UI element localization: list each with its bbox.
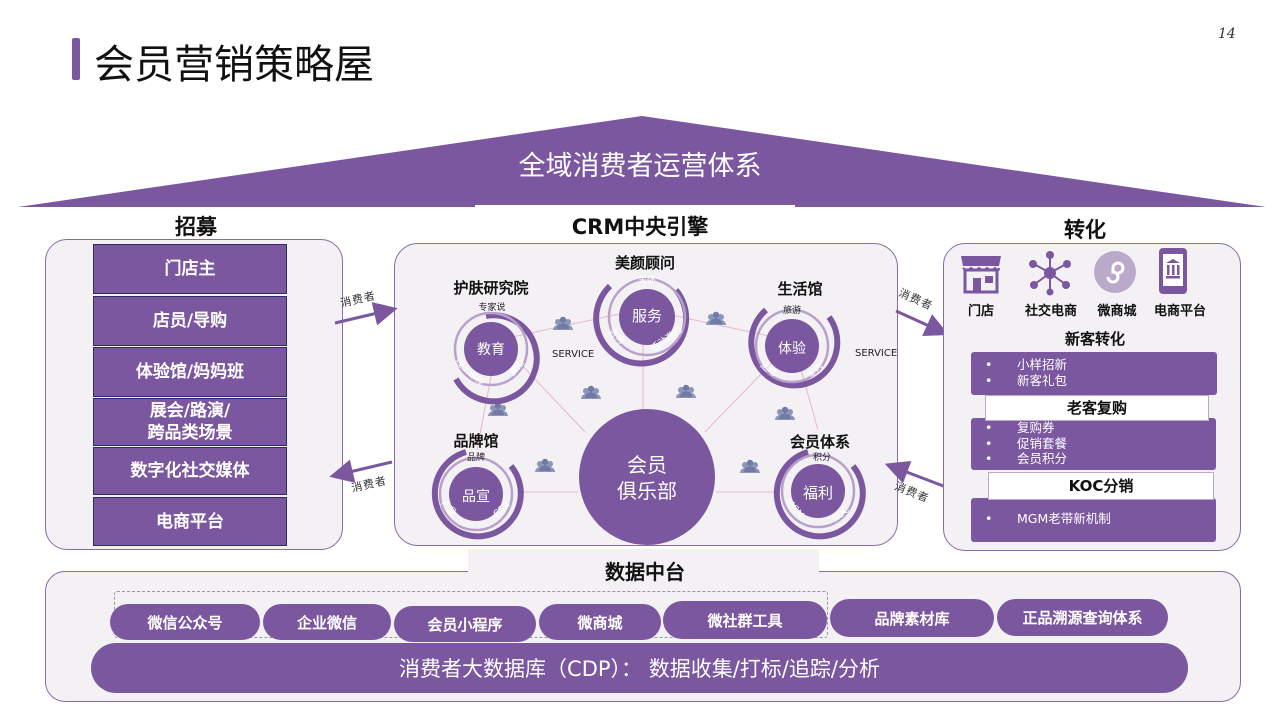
brand-core bbox=[449, 467, 503, 521]
lifestyle-core bbox=[765, 319, 819, 373]
new-customer-title: 新客转化 bbox=[1064, 330, 1125, 348]
arc-label-brand-1: 品牌 bbox=[466, 453, 485, 463]
arrow-crm-to-recruit bbox=[329, 459, 393, 483]
member-club-line2: 俱乐部 bbox=[617, 479, 677, 503]
recruit-item-exhibition[interactable]: 展会/路演/ 跨品类场景 bbox=[93, 398, 287, 446]
node-core-lifestyle: 体验 bbox=[778, 341, 806, 357]
arrow-crm-to-convert bbox=[895, 309, 949, 336]
arc-label-lifestyle-1: 旅游 bbox=[782, 306, 801, 316]
crm-title-backdrop bbox=[475, 205, 795, 245]
pill-wechat-official[interactable]: 微信公众号 bbox=[110, 604, 260, 640]
data-platform-title-backdrop bbox=[468, 549, 819, 582]
recruit-item-store-owner[interactable]: 门店主 bbox=[93, 244, 287, 294]
pill-brand-assets[interactable]: 品牌素材库 bbox=[830, 599, 994, 637]
arc-label-consultant-1: 关怀 bbox=[637, 276, 656, 286]
node-title-skincare: 护肤研究院 bbox=[453, 279, 529, 297]
koc-title: KOC分销 bbox=[988, 472, 1214, 500]
member-core bbox=[791, 464, 845, 518]
recruit-item-social-media[interactable]: 数字化社交媒体 bbox=[93, 447, 287, 495]
node-core-consultant: 服务 bbox=[631, 307, 662, 325]
skincare-core bbox=[464, 322, 518, 376]
brand-ring bbox=[431, 449, 524, 540]
node-title-brand: 品牌馆 bbox=[453, 432, 499, 450]
channel-label-store: 门店 bbox=[967, 304, 994, 319]
channel-label-social: 社交电商 bbox=[1024, 304, 1077, 319]
member-ring bbox=[773, 449, 866, 540]
pill-authenticity-trace[interactable]: 正品溯源查询体系 bbox=[997, 599, 1168, 636]
recruit-item-experience-hall[interactable]: 体验馆/妈妈班 bbox=[93, 347, 287, 397]
store-icon bbox=[961, 256, 1001, 294]
crm-title: CRM中央引擎 bbox=[571, 215, 709, 239]
recruit-item-clerk[interactable]: 店员/导购 bbox=[93, 296, 287, 346]
mobile-bank-icon bbox=[1159, 248, 1187, 294]
convert-title: 转化 bbox=[1064, 218, 1106, 242]
node-core-member: 福利 bbox=[802, 484, 833, 502]
list-item: 复购券 bbox=[971, 420, 1216, 436]
node-core-skincare: 教育 bbox=[477, 342, 505, 358]
member-club-label: 会员 俱乐部 bbox=[587, 452, 707, 504]
arrow-convert-to-crm bbox=[884, 461, 947, 489]
social-network-icon bbox=[1029, 251, 1071, 296]
pill-wecom[interactable]: 企业微信 bbox=[263, 604, 391, 640]
list-item: 小样招新 bbox=[971, 357, 1217, 373]
member-club-line1: 会员 bbox=[627, 453, 667, 477]
page-title: 会员营销策略屋 bbox=[94, 42, 374, 88]
data-platform-title: 数据中台 bbox=[605, 560, 685, 584]
member-club-circle bbox=[579, 409, 715, 545]
repurchase-title: 老客复购 bbox=[985, 395, 1209, 421]
mini-program-icon bbox=[1094, 251, 1136, 293]
node-title-member: 会员体系 bbox=[789, 433, 850, 451]
service-label-left: SERVICE bbox=[552, 349, 595, 360]
list-item: MGM老带新机制 bbox=[971, 511, 1216, 527]
consultant-core bbox=[619, 289, 675, 345]
node-core-brand: 品宣 bbox=[462, 489, 490, 505]
recruit-title: 招募 bbox=[175, 215, 217, 239]
pill-member-miniprogram[interactable]: 会员小程序 bbox=[394, 606, 536, 642]
list-item: 促销套餐 bbox=[971, 436, 1216, 452]
node-title-consultant: 美颜顾问 bbox=[614, 254, 675, 272]
pill-microstore[interactable]: 微商城 bbox=[539, 604, 661, 640]
lifestyle-ring bbox=[748, 307, 841, 389]
pill-community-tools[interactable]: 微社群工具 bbox=[663, 601, 827, 639]
recruit-item-ecommerce[interactable]: 电商平台 bbox=[93, 497, 287, 546]
title-accent-bar bbox=[72, 38, 80, 80]
repurchase-list: 复购券 促销套餐 会员积分 bbox=[971, 418, 1216, 470]
page-number: 14 bbox=[1218, 26, 1236, 42]
arc-label-skincare-1: 专家说 bbox=[478, 303, 506, 313]
new-customer-list: 小样招新 新客礼包 bbox=[971, 352, 1217, 395]
channel-label-ecommerce: 电商平台 bbox=[1153, 304, 1206, 319]
arc-label-member-1: 积分 bbox=[812, 453, 831, 463]
channel-label-microstore: 微商城 bbox=[1097, 304, 1137, 319]
roof-label: 全域消费者运营体系 bbox=[518, 151, 762, 182]
arrow-recruit-to-crm bbox=[334, 302, 398, 326]
service-label-right: SERVICE bbox=[855, 348, 898, 359]
node-title-lifestyle: 生活馆 bbox=[777, 280, 823, 298]
cdp-bar[interactable]: 消费者大数据库（CDP）： 数据收集/打标/追踪/分析 bbox=[91, 643, 1188, 693]
list-item: 会员积分 bbox=[971, 451, 1216, 467]
koc-list: MGM老带新机制 bbox=[971, 498, 1216, 542]
list-item: 新客礼包 bbox=[971, 373, 1217, 389]
